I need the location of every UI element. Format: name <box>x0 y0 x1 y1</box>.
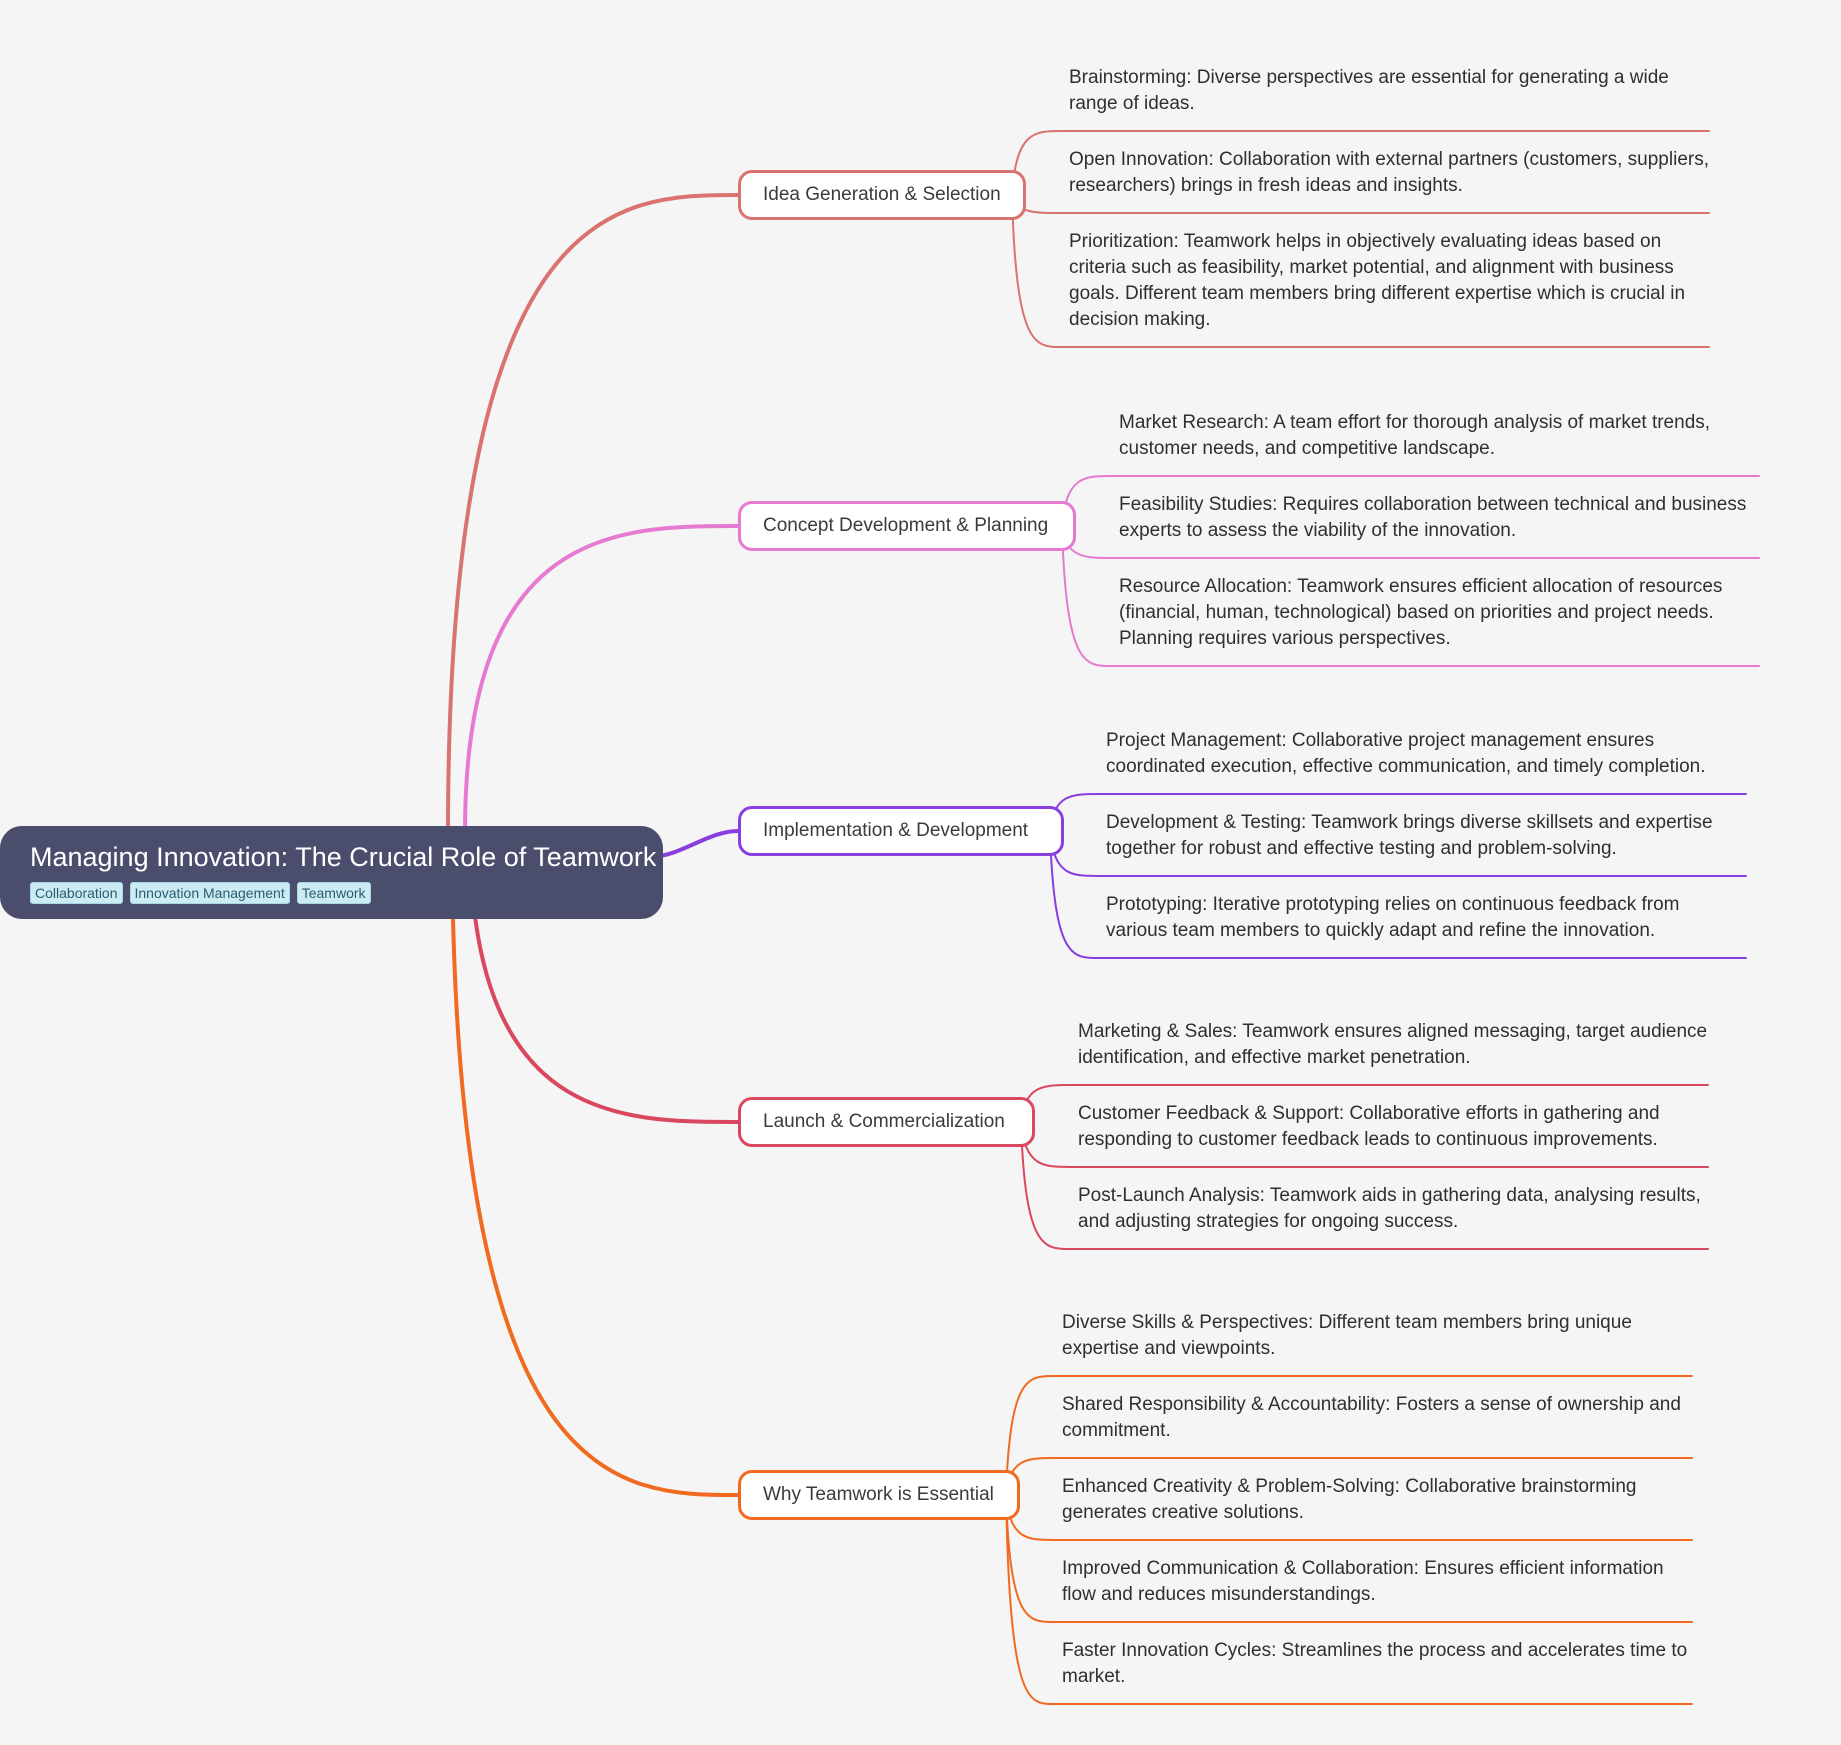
root-title: Managing Innovation: The Crucial Role of… <box>30 842 657 872</box>
branch-connector <box>463 524 740 834</box>
leaf-shared-responsibility[interactable]: Shared Responsibility & Accountability: … <box>1062 1394 1681 1441</box>
leaf-feasibility-studies[interactable]: Feasibility Studies: Requires collaborat… <box>1119 494 1747 541</box>
leaf-connector <box>1020 1121 1709 1250</box>
leaf-connector <box>1049 830 1747 959</box>
leaf-prototyping[interactable]: Prototyping: Iterative prototyping relie… <box>1106 894 1680 941</box>
tag-collaboration[interactable]: Collaboration <box>30 882 123 904</box>
leaf-faster-innovation[interactable]: Faster Innovation Cycles: Streamlines th… <box>1062 1640 1688 1687</box>
leaf-market-research[interactable]: Market Research: A team effort for thoro… <box>1119 412 1711 459</box>
leaf-connector <box>1005 1494 1693 1623</box>
branch-concept-development[interactable]: Concept Development & Planning <box>738 501 1076 551</box>
leaf-diverse-skills[interactable]: Diverse Skills & Perspectives: Different… <box>1062 1312 1632 1359</box>
leaf-post-launch-analysis[interactable]: Post-Launch Analysis: Teamwork aids in g… <box>1078 1185 1701 1232</box>
leaf-connector <box>1005 1375 1693 1496</box>
branch-connector <box>446 193 740 834</box>
leaf-improved-communication[interactable]: Improved Communication & Collaboration: … <box>1062 1558 1664 1605</box>
leaf-customer-feedback[interactable]: Customer Feedback & Support: Collaborati… <box>1078 1103 1660 1150</box>
leaf-connector <box>1005 1494 1693 1705</box>
leaf-resource-allocation[interactable]: Resource Allocation: Teamwork ensures ef… <box>1119 576 1723 649</box>
leaf-enhanced-creativity[interactable]: Enhanced Creativity & Problem-Solving: C… <box>1062 1476 1637 1523</box>
root-tags: Collaboration Innovation Management Team… <box>30 882 663 904</box>
branch-implementation[interactable]: Implementation & Development <box>738 806 1064 856</box>
leaf-brainstorming[interactable]: Brainstorming: Diverse perspectives are … <box>1069 67 1669 114</box>
branch-connector <box>648 829 740 859</box>
leaf-open-innovation[interactable]: Open Innovation: Collaboration with exte… <box>1069 149 1709 196</box>
leaf-project-management[interactable]: Project Management: Collaborative projec… <box>1106 730 1706 777</box>
root-topic[interactable]: Managing Innovation: The Crucial Role of… <box>0 826 663 919</box>
tag-teamwork[interactable]: Teamwork <box>296 882 371 904</box>
leaf-marketing-sales[interactable]: Marketing & Sales: Teamwork ensures alig… <box>1078 1021 1708 1068</box>
branch-connector <box>468 830 740 1124</box>
branch-idea-generation[interactable]: Idea Generation & Selection <box>738 170 1026 220</box>
leaf-prioritization[interactable]: Prioritization: Teamwork helps in object… <box>1069 231 1686 330</box>
leaf-connector <box>1011 194 1710 348</box>
branch-launch[interactable]: Launch & Commercialization <box>738 1097 1035 1147</box>
leaf-connector <box>1061 525 1760 667</box>
tag-innovation-management[interactable]: Innovation Management <box>129 882 290 904</box>
branch-why-teamwork[interactable]: Why Teamwork is Essential <box>738 1470 1020 1520</box>
branch-connector <box>450 830 740 1497</box>
leaf-development-testing[interactable]: Development & Testing: Teamwork brings d… <box>1106 812 1713 859</box>
